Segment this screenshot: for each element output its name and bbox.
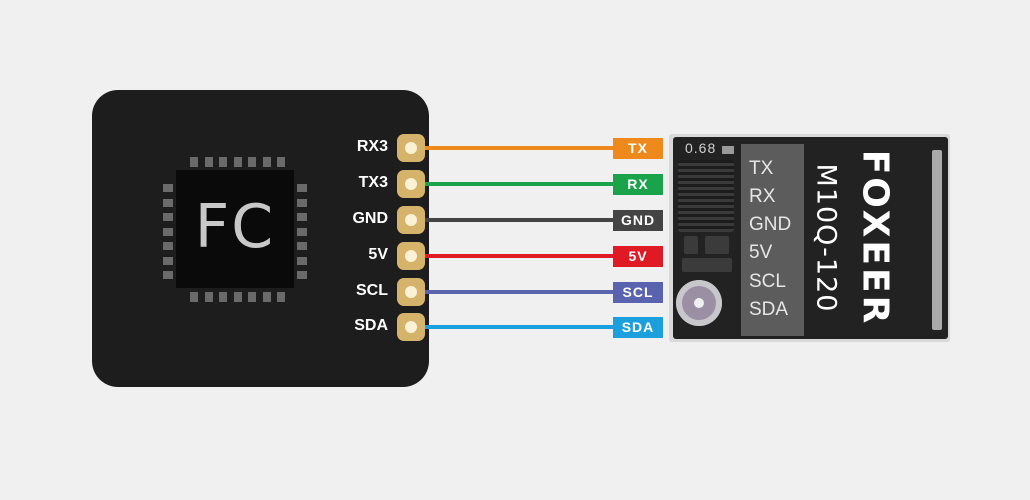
chip-pin [297,256,307,265]
chip-pin [297,227,307,236]
gps-component [684,236,698,254]
gps-wire-tag: TX [613,138,663,159]
wire [414,325,614,329]
chip-pin [262,292,271,302]
chip-pin [163,256,173,265]
wire [414,254,614,258]
chip-pin [204,292,213,302]
chip-pin [297,271,307,279]
gps-brand: FOXEER [854,149,896,327]
gps-module-side [932,150,942,330]
gps-board-marking: 0.68 [685,140,717,156]
chip-pin [163,271,173,279]
chip-pin [297,242,307,250]
gps-pin-panel [741,144,804,336]
chip-pin [248,292,256,302]
chip-pin [277,292,285,302]
chip-pin [190,157,198,167]
fc-pin-label: RX3 [356,138,388,155]
fc-pad [397,134,425,162]
gps-model: M10Q-120 [810,163,842,313]
chip-pin [190,292,198,302]
fc-chip-label: FC [194,192,276,262]
gps-component [705,236,729,254]
chip-pin [163,198,173,207]
chip-pin [163,213,173,221]
gps-wire-tag: GND [613,210,663,231]
wire [414,218,614,222]
chip-pin [163,242,173,250]
wire [414,182,614,186]
fc-pad [397,278,425,306]
gps-led-core [694,298,704,308]
gps-pin-label: TX [749,158,774,179]
gps-component [722,146,734,154]
fc-pin-label: SCL [356,282,388,299]
fc-chip [176,170,294,288]
fc-pad [397,206,425,234]
chip-pin [297,213,307,221]
chip-pin [163,184,173,192]
wire [414,146,614,150]
fc-pin-label: GND [352,210,388,227]
chip-pin [233,292,242,302]
gps-wire-tag: SDA [613,317,663,338]
fc-pin-label: 5V [368,246,388,263]
fc-pin-label: TX3 [358,174,388,191]
gps-pin-label: 5V [749,242,773,263]
gps-wire-tag: SCL [613,282,663,303]
fc-pad [397,313,425,341]
chip-pin [297,184,307,192]
wire [414,290,614,294]
chip-pin [219,292,227,302]
gps-pin-label: SCL [749,271,786,292]
chip-pin [297,198,307,207]
gps-wire-tag: RX [613,174,663,195]
chip-pin [163,227,173,236]
chip-pin [233,157,242,167]
gps-pin-label: RX [749,186,776,207]
gps-pin-label: GND [749,214,792,235]
chip-pin [262,157,271,167]
chip-pin [277,157,285,167]
chip-pin [204,157,213,167]
chip-pin [248,157,256,167]
gps-pin-label: SDA [749,299,789,320]
gps-component [682,258,732,272]
fc-pad [397,242,425,270]
gps-chip [678,160,734,232]
fc-pin-label: SDA [354,317,388,334]
gps-wire-tag: 5V [613,246,663,267]
fc-pad [397,170,425,198]
chip-pin [219,157,227,167]
